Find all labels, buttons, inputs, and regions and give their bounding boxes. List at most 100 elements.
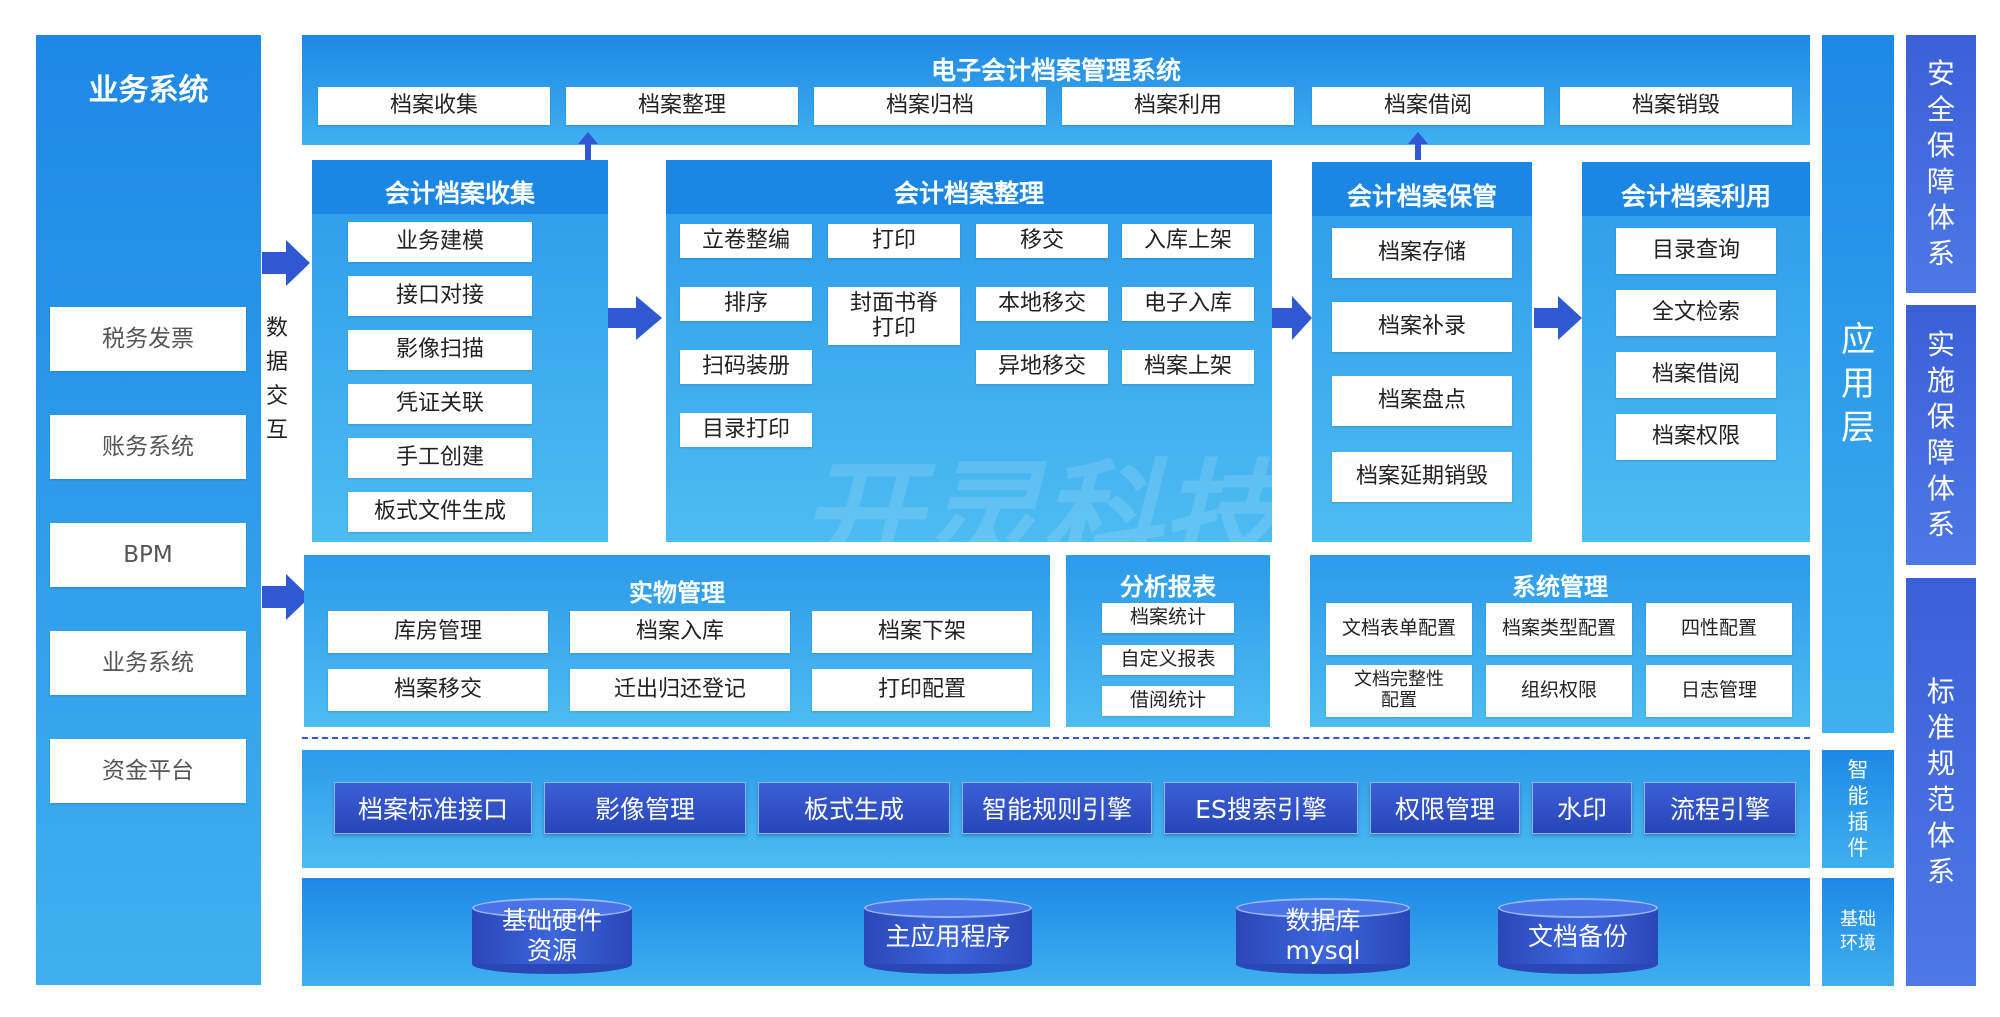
arrow-right-icon — [1534, 296, 1582, 340]
data-interaction-char: 互 — [265, 418, 288, 443]
keep-item: 档案存储 — [1332, 228, 1512, 278]
physical-item: 档案下架 — [812, 611, 1032, 653]
organize-item: 异地移交 — [976, 350, 1108, 384]
arrow-right-icon — [262, 240, 310, 286]
implementation-char: 系 — [1926, 508, 1955, 541]
archive-system-panel: 电子会计档案管理系统 档案收集 档案整理 档案归档 档案利用 档案借阅 档案销毁 — [302, 35, 1810, 145]
plugin-item: 板式生成 — [758, 782, 950, 834]
arrow-up-icon — [1408, 132, 1428, 160]
organize-item: 目录打印 — [680, 413, 812, 447]
standard-char: 体 — [1926, 819, 1955, 852]
sysmgmt-panel: 系统管理 文档表单配置 档案类型配置 四性配置 文档完整性 配置 组织权限 日志… — [1310, 555, 1810, 727]
archive-system-item: 档案整理 — [566, 87, 798, 125]
organize-item: 移交 — [976, 224, 1108, 258]
organize-item: 排序 — [680, 287, 812, 321]
organize-header-bar — [666, 160, 1272, 214]
report-panel: 分析报表 档案统计 自定义报表 借阅统计 — [1066, 555, 1270, 727]
app-layer-char: 应 — [1841, 320, 1875, 360]
sysmgmt-item: 文档完整性 配置 — [1326, 665, 1472, 717]
archive-system-item: 档案利用 — [1062, 87, 1294, 125]
layer-separator — [302, 737, 1810, 739]
organize-panel: 会计档案整理 立卷整编 打印 移交 入库上架 排序 封面书脊 打印 本地移交 电… — [666, 160, 1272, 542]
database-cylinder-icon: 基础硬件 资源 — [472, 898, 632, 974]
organize-item: 电子入库 — [1122, 287, 1254, 321]
plugin-layer-char: 件 — [1847, 836, 1869, 860]
physical-item: 档案入库 — [570, 611, 790, 653]
archive-system-item: 档案归档 — [814, 87, 1046, 125]
organize-title: 会计档案整理 — [893, 179, 1044, 208]
keep-item: 档案补录 — [1332, 302, 1512, 352]
collect-item: 凭证关联 — [348, 384, 532, 424]
security-char: 全 — [1926, 93, 1955, 126]
sysmgmt-item: 四性配置 — [1646, 603, 1792, 655]
report-item: 档案统计 — [1102, 603, 1234, 633]
organize-item: 入库上架 — [1122, 224, 1254, 258]
sysmgmt-title: 系统管理 — [1512, 573, 1608, 601]
collect-item: 板式文件生成 — [348, 492, 532, 532]
implementation-char: 保 — [1926, 400, 1955, 433]
plugin-item: 智能规则引擎 — [962, 782, 1152, 834]
implementation-char: 体 — [1926, 472, 1955, 505]
database-cylinder-icon: 主应用程序 — [864, 898, 1032, 974]
security-char: 障 — [1926, 165, 1955, 198]
business-system-item: 资金平台 — [50, 739, 246, 803]
collect-panel: 会计档案收集 业务建模 接口对接 影像扫描 凭证关联 手工创建 板式文件生成 — [312, 160, 608, 542]
organize-item: 档案上架 — [1122, 350, 1254, 384]
app-layer-char: 用 — [1841, 364, 1875, 404]
database-cylinder-icon: 数据库 mysql — [1236, 898, 1410, 974]
implementation-char: 施 — [1926, 364, 1955, 397]
implementation-char: 障 — [1926, 436, 1955, 469]
standard-system-label: 标 准 规 范 体 系 — [1906, 578, 1976, 986]
data-interaction-label: 数 据 交 互 — [262, 312, 292, 448]
organize-item: 扫码装册 — [680, 350, 812, 384]
standard-char: 准 — [1926, 711, 1955, 744]
organize-item: 打印 — [828, 224, 960, 258]
archive-system-item: 档案借阅 — [1312, 87, 1544, 125]
security-char: 安 — [1926, 57, 1955, 90]
business-system-item: BPM — [50, 523, 246, 587]
base-layer-label: 基础 环境 — [1822, 878, 1894, 986]
collect-item: 业务建模 — [348, 222, 532, 262]
base-layer-line: 基础 — [1840, 909, 1876, 930]
base-item-label: 数据库 mysql — [1285, 906, 1361, 965]
report-item: 自定义报表 — [1102, 645, 1234, 675]
standard-char: 规 — [1926, 747, 1955, 780]
data-interaction-char: 交 — [265, 384, 288, 409]
security-system-label: 安 全 保 障 体 系 — [1906, 35, 1976, 293]
plugin-layer-char: 智 — [1847, 758, 1869, 782]
use-header-bar — [1582, 162, 1810, 216]
plugin-item: 档案标准接口 — [334, 782, 532, 834]
collect-item: 接口对接 — [348, 276, 532, 316]
plugin-layer-char: 插 — [1847, 810, 1869, 834]
sysmgmt-item: 文档表单配置 — [1326, 603, 1472, 655]
keep-item: 档案延期销毁 — [1332, 452, 1512, 502]
organize-item: 立卷整编 — [680, 224, 812, 258]
report-title: 分析报表 — [1120, 573, 1216, 601]
keep-item: 档案盘点 — [1332, 376, 1512, 426]
arrow-right-icon — [262, 574, 310, 620]
business-systems-panel: 业务系统 税务发票 账务系统 BPM 业务系统 资金平台 — [36, 35, 261, 985]
collect-item: 影像扫描 — [348, 330, 532, 370]
standard-char: 范 — [1926, 783, 1955, 816]
app-layer-char: 层 — [1841, 408, 1875, 448]
physical-item: 打印配置 — [812, 669, 1032, 711]
implementation-char: 实 — [1926, 328, 1955, 361]
physical-panel: 实物管理 库房管理 档案入库 档案下架 档案移交 迁出归还登记 打印配置 — [304, 555, 1050, 727]
plugin-item: 流程引擎 — [1644, 782, 1796, 834]
app-layer-label: 应 用 层 — [1822, 35, 1894, 733]
use-item: 全文检索 — [1616, 290, 1776, 336]
plugin-layer-char: 能 — [1847, 784, 1869, 808]
use-panel: 会计档案利用 目录查询 全文检索 档案借阅 档案权限 — [1582, 162, 1810, 542]
collect-title: 会计档案收集 — [384, 179, 535, 208]
security-char: 系 — [1926, 237, 1955, 270]
archive-system-title: 电子会计档案管理系统 — [930, 56, 1181, 85]
physical-item: 迁出归还登记 — [570, 669, 790, 711]
collect-header-bar — [312, 160, 608, 214]
data-interaction-char: 据 — [265, 350, 288, 375]
arrow-up-icon — [578, 132, 598, 160]
plugins-panel: 档案标准接口 影像管理 板式生成 智能规则引擎 ES搜索引擎 权限管理 水印 流… — [302, 750, 1810, 868]
business-system-item: 税务发票 — [50, 307, 246, 371]
use-item: 目录查询 — [1616, 228, 1776, 274]
use-title: 会计档案利用 — [1620, 182, 1771, 211]
organize-item: 本地移交 — [976, 287, 1108, 321]
